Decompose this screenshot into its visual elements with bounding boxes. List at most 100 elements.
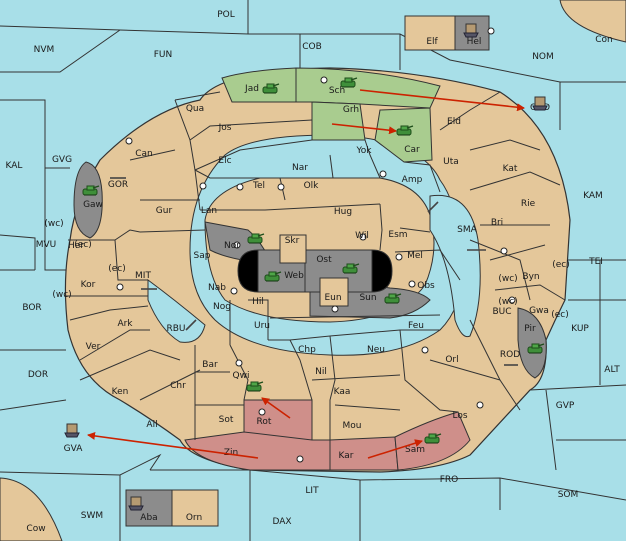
region-label-ark[interactable]: Ark (117, 319, 133, 329)
region-label-elf[interactable]: Elf (426, 37, 438, 47)
tank-icon[interactable] (247, 233, 265, 244)
region-label-uru[interactable]: Uru (254, 321, 270, 331)
tank-icon[interactable] (527, 343, 545, 354)
region-label-rbu[interactable]: RBU (166, 324, 185, 334)
region-label-gor[interactable]: GOR (108, 180, 128, 190)
ship-icon[interactable] (532, 96, 548, 111)
region-label-kup[interactable]: KUP (571, 324, 589, 334)
region-label-grh[interactable]: Grh (343, 105, 359, 115)
region-label-pir[interactable]: Pir (524, 324, 536, 334)
tank-icon[interactable] (246, 381, 264, 392)
region-label-rie[interactable]: Rie (521, 199, 536, 209)
region-label-jos[interactable]: Jos (218, 123, 232, 133)
tank-icon[interactable] (384, 293, 402, 304)
region-label-lan[interactable]: Lan (201, 206, 217, 216)
region-label-jad[interactable]: Jad (244, 84, 259, 94)
region-label-bri[interactable]: Bri (491, 218, 503, 228)
region-label-skr[interactable]: Skr (285, 236, 300, 246)
region-label-mou[interactable]: Mou (343, 421, 362, 431)
region-label-mit[interactable]: MIT (135, 271, 151, 281)
region-label-eld[interactable]: Eld (447, 117, 461, 127)
region-label-hug[interactable]: Hug (334, 207, 352, 217)
region-label-web[interactable]: Web (284, 271, 304, 281)
region-label-can[interactable]: Can (135, 149, 153, 159)
region-label-gaw[interactable]: Gaw (83, 200, 103, 210)
region-label-car[interactable]: Car (404, 145, 420, 155)
region-label-ken[interactable]: Ken (112, 387, 129, 397)
region-label-cob[interactable]: COB (302, 42, 322, 52)
ship-icon[interactable] (128, 496, 144, 511)
region-label-rod[interactable]: ROD (500, 350, 520, 360)
tank-icon[interactable] (340, 77, 358, 88)
region-label-aba[interactable]: Aba (140, 513, 157, 523)
region-label-sun[interactable]: Sun (359, 293, 376, 303)
region-label-kal[interactable]: KAL (6, 161, 23, 171)
region-label-orl[interactable]: Orl (445, 355, 458, 365)
region-label-feu[interactable]: Feu (408, 321, 424, 331)
tank-icon[interactable] (264, 271, 282, 282)
region-label-sch[interactable]: Sch (329, 86, 345, 96)
region-label-tel[interactable]: Tel (252, 181, 265, 191)
region-label-sot[interactable]: Sot (219, 415, 234, 425)
region-label-som[interactable]: SOM (558, 490, 579, 500)
region-label-kor[interactable]: Kor (81, 280, 96, 290)
region-label-bar[interactable]: Bar (202, 360, 218, 370)
region-label-gva[interactable]: GVA (64, 444, 84, 454)
region-label-buc[interactable]: BUC (492, 307, 511, 317)
tank-icon[interactable] (424, 433, 442, 444)
region-label-kaa[interactable]: Kaa (334, 387, 351, 397)
region-label-gvp[interactable]: GVP (556, 401, 575, 411)
region-label-obs[interactable]: Obs (417, 281, 435, 291)
region-label-mvu[interactable]: MVU (36, 240, 57, 250)
region-label-con[interactable]: Con (595, 35, 613, 45)
region-label-bor[interactable]: BOR (22, 303, 41, 313)
region-label-dax[interactable]: DAX (272, 517, 291, 527)
region-label-kam[interactable]: KAM (583, 191, 603, 201)
region-label-yok[interactable]: Yok (355, 146, 372, 156)
region-label-uta[interactable]: Uta (443, 157, 459, 167)
region-label-elc[interactable]: Elc (218, 156, 231, 166)
region-label-cow[interactable]: Cow (26, 524, 45, 534)
region-label-lit[interactable]: LIT (305, 486, 319, 496)
region-label-orn[interactable]: Orn (186, 513, 202, 523)
region-label-dor[interactable]: DOR (28, 370, 48, 380)
region-label-tei[interactable]: TEI (588, 257, 603, 267)
region-label-neu[interactable]: Neu (367, 345, 385, 355)
region-label-kar[interactable]: Kar (339, 451, 354, 461)
region-label-chp[interactable]: Chp (298, 345, 316, 355)
tank-icon[interactable] (342, 263, 360, 274)
region-label-olk[interactable]: Olk (304, 181, 320, 191)
tank-icon[interactable] (262, 83, 280, 94)
region-label-fro[interactable]: FRO (440, 475, 459, 485)
region-label-sap[interactable]: Sap (194, 251, 211, 261)
region-label-byn[interactable]: Byn (522, 272, 539, 282)
region-label-qua[interactable]: Qua (186, 104, 204, 114)
ship-icon[interactable] (64, 423, 80, 438)
region-label-nvm[interactable]: NVM (34, 45, 55, 55)
region-label-fun[interactable]: FUN (154, 50, 173, 60)
region-label-eun[interactable]: Eun (324, 293, 341, 303)
region-label-esm[interactable]: Esm (388, 230, 407, 240)
region-label-nab[interactable]: Nab (208, 283, 226, 293)
region-label-amp[interactable]: Amp (402, 175, 423, 185)
region-label-pol[interactable]: POL (217, 10, 235, 20)
region-label-los[interactable]: Los (452, 411, 467, 421)
region-label-chr[interactable]: Chr (170, 381, 186, 391)
region-label-nom[interactable]: NOM (532, 52, 554, 62)
region-label-rot[interactable]: Rot (257, 417, 272, 427)
region-label-ail[interactable]: Ail (146, 420, 157, 430)
ship-icon[interactable] (463, 23, 479, 38)
region-label-gvg[interactable]: GVG (52, 155, 72, 165)
region-label-zin[interactable]: Zin (224, 448, 238, 458)
region-label-hel[interactable]: Hel (467, 37, 482, 47)
region-label-swm[interactable]: SWM (81, 511, 103, 521)
region-label-gur[interactable]: Gur (156, 206, 173, 216)
region-label-her[interactable]: Her (68, 241, 84, 251)
tank-icon[interactable] (396, 125, 414, 136)
region-label-ver[interactable]: Ver (86, 342, 101, 352)
region-label-sam[interactable]: Sam (405, 445, 425, 455)
region-label-kat[interactable]: Kat (503, 164, 518, 174)
tank-icon[interactable] (82, 185, 100, 196)
region-label-alt[interactable]: ALT (604, 365, 620, 375)
